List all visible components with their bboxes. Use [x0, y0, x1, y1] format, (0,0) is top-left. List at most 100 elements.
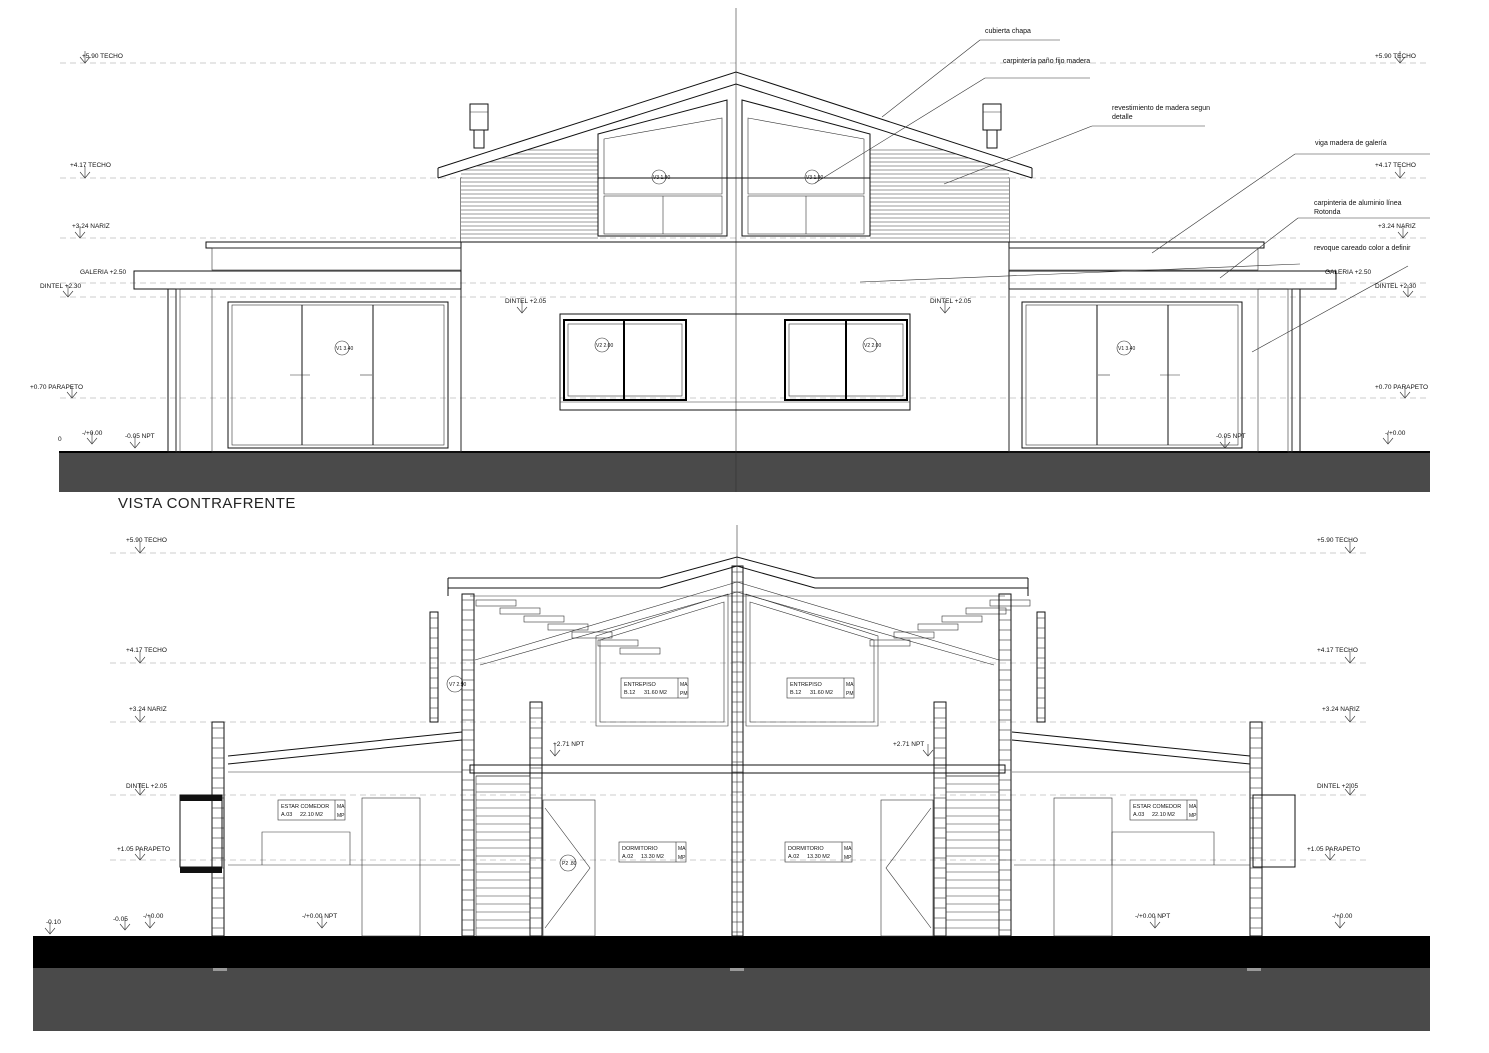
room-tag: PM	[680, 691, 688, 697]
door-right	[880, 799, 934, 937]
gable-window-right	[741, 99, 871, 237]
level-label: -/+0.00 NPT	[302, 913, 337, 920]
door-left	[542, 799, 596, 937]
level-label: +3.24 NARIZ	[1322, 706, 1360, 713]
door-tag: P2 .80	[562, 861, 577, 867]
room-name: ENTREPISO	[790, 682, 823, 688]
column	[1249, 721, 1263, 937]
window-tag: V7 2.90	[449, 682, 466, 688]
stair-left	[475, 775, 531, 937]
level-label: -0.10	[46, 919, 61, 926]
stair-right	[945, 775, 1000, 937]
elevation-labels: VISTA CONTRAFRENTE +5.90 TECHO +4.17 TEC…	[30, 28, 1428, 512]
room-tag: MA	[846, 682, 854, 688]
left-chimney	[469, 103, 489, 131]
entrepiso-right-space	[745, 593, 879, 727]
window-tag: V1 3.40	[336, 346, 353, 352]
level-label: -/+0.00 NPT	[1135, 913, 1170, 920]
level-label: -/+0.00	[82, 430, 103, 437]
section-roof	[448, 556, 1028, 579]
room-name: ESTAR COMEDOR	[281, 804, 329, 810]
level-label: +2.71 NPT	[893, 741, 924, 748]
room-tag: MA	[844, 846, 852, 852]
room-tag: MP	[678, 855, 686, 861]
room-name: ENTREPISO	[624, 682, 657, 688]
rafter-block	[619, 647, 661, 655]
section-drawing	[33, 525, 1430, 1031]
main-wall	[460, 241, 1010, 453]
level-label: +5.90 TECHO	[1375, 53, 1416, 60]
level-label: +5.90 TECHO	[126, 537, 167, 544]
room-name: ESTAR COMEDOR	[1133, 804, 1181, 810]
room-tag: PM	[846, 691, 854, 697]
level-label: +4.17 TECHO	[70, 162, 111, 169]
main-roof	[437, 71, 1033, 169]
elevation-ground	[59, 452, 1430, 492]
rafter-block	[869, 639, 911, 647]
section-ground-black	[33, 936, 1430, 968]
level-label: +0.70 PARAPETO	[30, 384, 83, 391]
column	[529, 701, 543, 937]
room-code: A.02	[622, 854, 633, 860]
room-code: A.03	[1133, 812, 1144, 818]
rafter-block	[547, 623, 589, 631]
level-label: +4.17 TECHO	[1317, 647, 1358, 654]
room-area: 22.10 M2	[300, 812, 323, 818]
room-tag: MA	[337, 804, 345, 810]
window-tag: V1 3.40	[1118, 346, 1135, 352]
level-label: +1.05 PARAPETO	[117, 846, 170, 853]
room-name: DORMITORIO	[788, 846, 824, 852]
rafter-block	[989, 599, 1031, 607]
level-label: 0	[58, 436, 62, 443]
column	[998, 593, 1012, 937]
rafter-block	[597, 639, 639, 647]
room-tag: MA	[1189, 804, 1197, 810]
column	[211, 721, 225, 937]
room-code: B.12	[790, 690, 801, 696]
level-label: +4.17 TECHO	[126, 647, 167, 654]
level-label: +4.17 TECHO	[1375, 162, 1416, 169]
level-label: DINTEL +2.05	[126, 783, 168, 790]
level-label: -0.05 NPT	[1216, 433, 1246, 440]
rafter-block	[893, 631, 935, 639]
entrepiso-left-space	[595, 593, 729, 727]
column	[731, 565, 744, 937]
level-label: +5.90 TECHO	[82, 53, 123, 60]
annotation-note: revestimiento de madera segun detalle	[1112, 105, 1211, 121]
annotation-note: revoque careado color a definir	[1314, 245, 1411, 252]
section-labels: +5.90 TECHO +4.17 TECHO +3.24 NARIZ DINT…	[46, 537, 1360, 926]
room-area: 31.60 M2	[810, 690, 833, 696]
sliding-door-left	[227, 301, 449, 449]
galeria-left-beam	[133, 270, 462, 290]
room-tag: MA	[678, 846, 686, 852]
level-label: DINTEL +2.05	[505, 298, 547, 305]
column	[461, 593, 475, 937]
rafter-block	[941, 615, 983, 623]
elevation-title: VISTA CONTRAFRENTE	[118, 495, 296, 512]
room-code: B.12	[624, 690, 635, 696]
room-area: 13.30 M2	[641, 854, 664, 860]
room-area: 22.10 M2	[1152, 812, 1175, 818]
annotation-note: carpintería paño fijo madera	[1003, 58, 1091, 65]
column	[429, 611, 439, 723]
sliding-door-right	[1021, 301, 1243, 449]
room-tag: MP	[844, 855, 852, 861]
middle-window-band	[559, 313, 911, 411]
level-label: +3.24 NARIZ	[1378, 223, 1416, 230]
elevation-drawing	[59, 8, 1430, 492]
level-label: +3.24 NARIZ	[72, 223, 110, 230]
level-label: -0.05	[113, 916, 128, 923]
annotation-note: viga madera de galería	[1315, 140, 1387, 147]
level-label: -/+0.00	[1332, 913, 1353, 920]
window-tag: V2 2.00	[864, 343, 881, 349]
level-label: GALERIA +2.50	[1325, 269, 1371, 276]
window-tag: V3 1.90	[653, 175, 670, 181]
column	[1036, 611, 1046, 723]
room-tag: MA	[680, 682, 688, 688]
rafter-block	[571, 631, 613, 639]
room-tag: MP	[1189, 813, 1197, 819]
room-name: DORMITORIO	[622, 846, 658, 852]
room-area: 31.60 M2	[644, 690, 667, 696]
level-label: +5.90 TECHO	[1317, 537, 1358, 544]
room-code: A.03	[281, 812, 292, 818]
